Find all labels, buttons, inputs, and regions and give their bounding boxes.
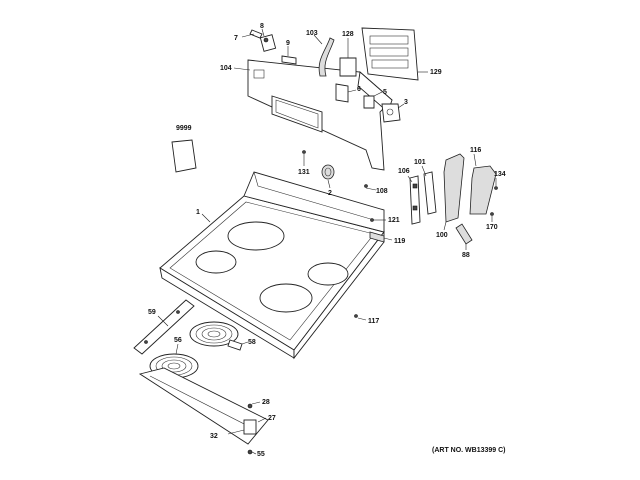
literature-9999 <box>171 139 197 173</box>
label-103: 103 <box>306 30 318 37</box>
switch-3 <box>381 103 401 123</box>
control-panel-backsplash <box>247 59 393 171</box>
label-58: 58 <box>248 339 256 346</box>
screw-55 <box>247 449 253 455</box>
label-128: 128 <box>342 31 354 38</box>
knob-2 <box>321 164 335 180</box>
label-9: 9 <box>286 40 290 47</box>
label-5: 5 <box>383 89 387 96</box>
label-2: 2 <box>328 190 332 197</box>
display-control-board <box>361 27 419 81</box>
label-28: 28 <box>262 399 270 406</box>
side-bracket-106 <box>409 175 421 225</box>
screw-134 <box>494 186 498 190</box>
end-cap-100 <box>443 153 465 223</box>
label-88: 88 <box>462 252 470 259</box>
small-plate <box>281 55 297 65</box>
end-cap-116 <box>469 165 497 215</box>
art-number: (ART NO. WB13399 C) <box>432 447 506 454</box>
label-170: 170 <box>486 224 498 231</box>
screw-108 <box>364 184 368 188</box>
burner-support-32 <box>138 367 269 445</box>
label-100: 100 <box>436 232 448 239</box>
burner-element-58 <box>189 321 243 351</box>
connector-119 <box>369 231 385 243</box>
label-131: 131 <box>298 169 310 176</box>
label-56: 56 <box>174 337 182 344</box>
label-59: 59 <box>148 309 156 316</box>
bracket-128 <box>339 57 357 77</box>
label-104: 104 <box>220 65 232 72</box>
screw-28 <box>247 403 253 409</box>
wire-harness <box>318 37 335 77</box>
screw-117 <box>354 314 358 318</box>
screw-121 <box>370 218 374 222</box>
label-121: 121 <box>388 217 400 224</box>
label-27: 27 <box>268 415 276 422</box>
label-32: 32 <box>210 433 218 440</box>
label-3: 3 <box>404 99 408 106</box>
label-116: 116 <box>470 147 481 154</box>
label-8: 8 <box>260 23 264 30</box>
label-6: 6 <box>357 86 361 93</box>
label-129: 129 <box>430 69 442 76</box>
side-bracket-101 <box>423 171 437 215</box>
label-7: 7 <box>234 35 238 42</box>
label-134: 134 <box>494 171 506 178</box>
label-1: 1 <box>196 209 200 216</box>
part-6-plate <box>335 83 349 103</box>
screw-131 <box>302 150 306 154</box>
label-119: 119 <box>394 238 405 245</box>
burner-bracket-59 <box>133 299 195 355</box>
label-55: 55 <box>257 451 265 458</box>
handle-88 <box>455 223 473 245</box>
screw-170 <box>490 212 494 216</box>
label-106: 106 <box>398 168 410 175</box>
label-9999: 9999 <box>176 125 192 132</box>
label-117: 117 <box>368 318 379 325</box>
label-108: 108 <box>376 188 388 195</box>
leader-lines <box>157 28 497 455</box>
label-101: 101 <box>414 159 426 166</box>
switch-5 <box>363 95 375 109</box>
part-labels: 7 8 9 103 128 129 104 6 5 3 9999 131 2 1… <box>148 23 506 458</box>
bracket-assembly <box>249 29 277 52</box>
